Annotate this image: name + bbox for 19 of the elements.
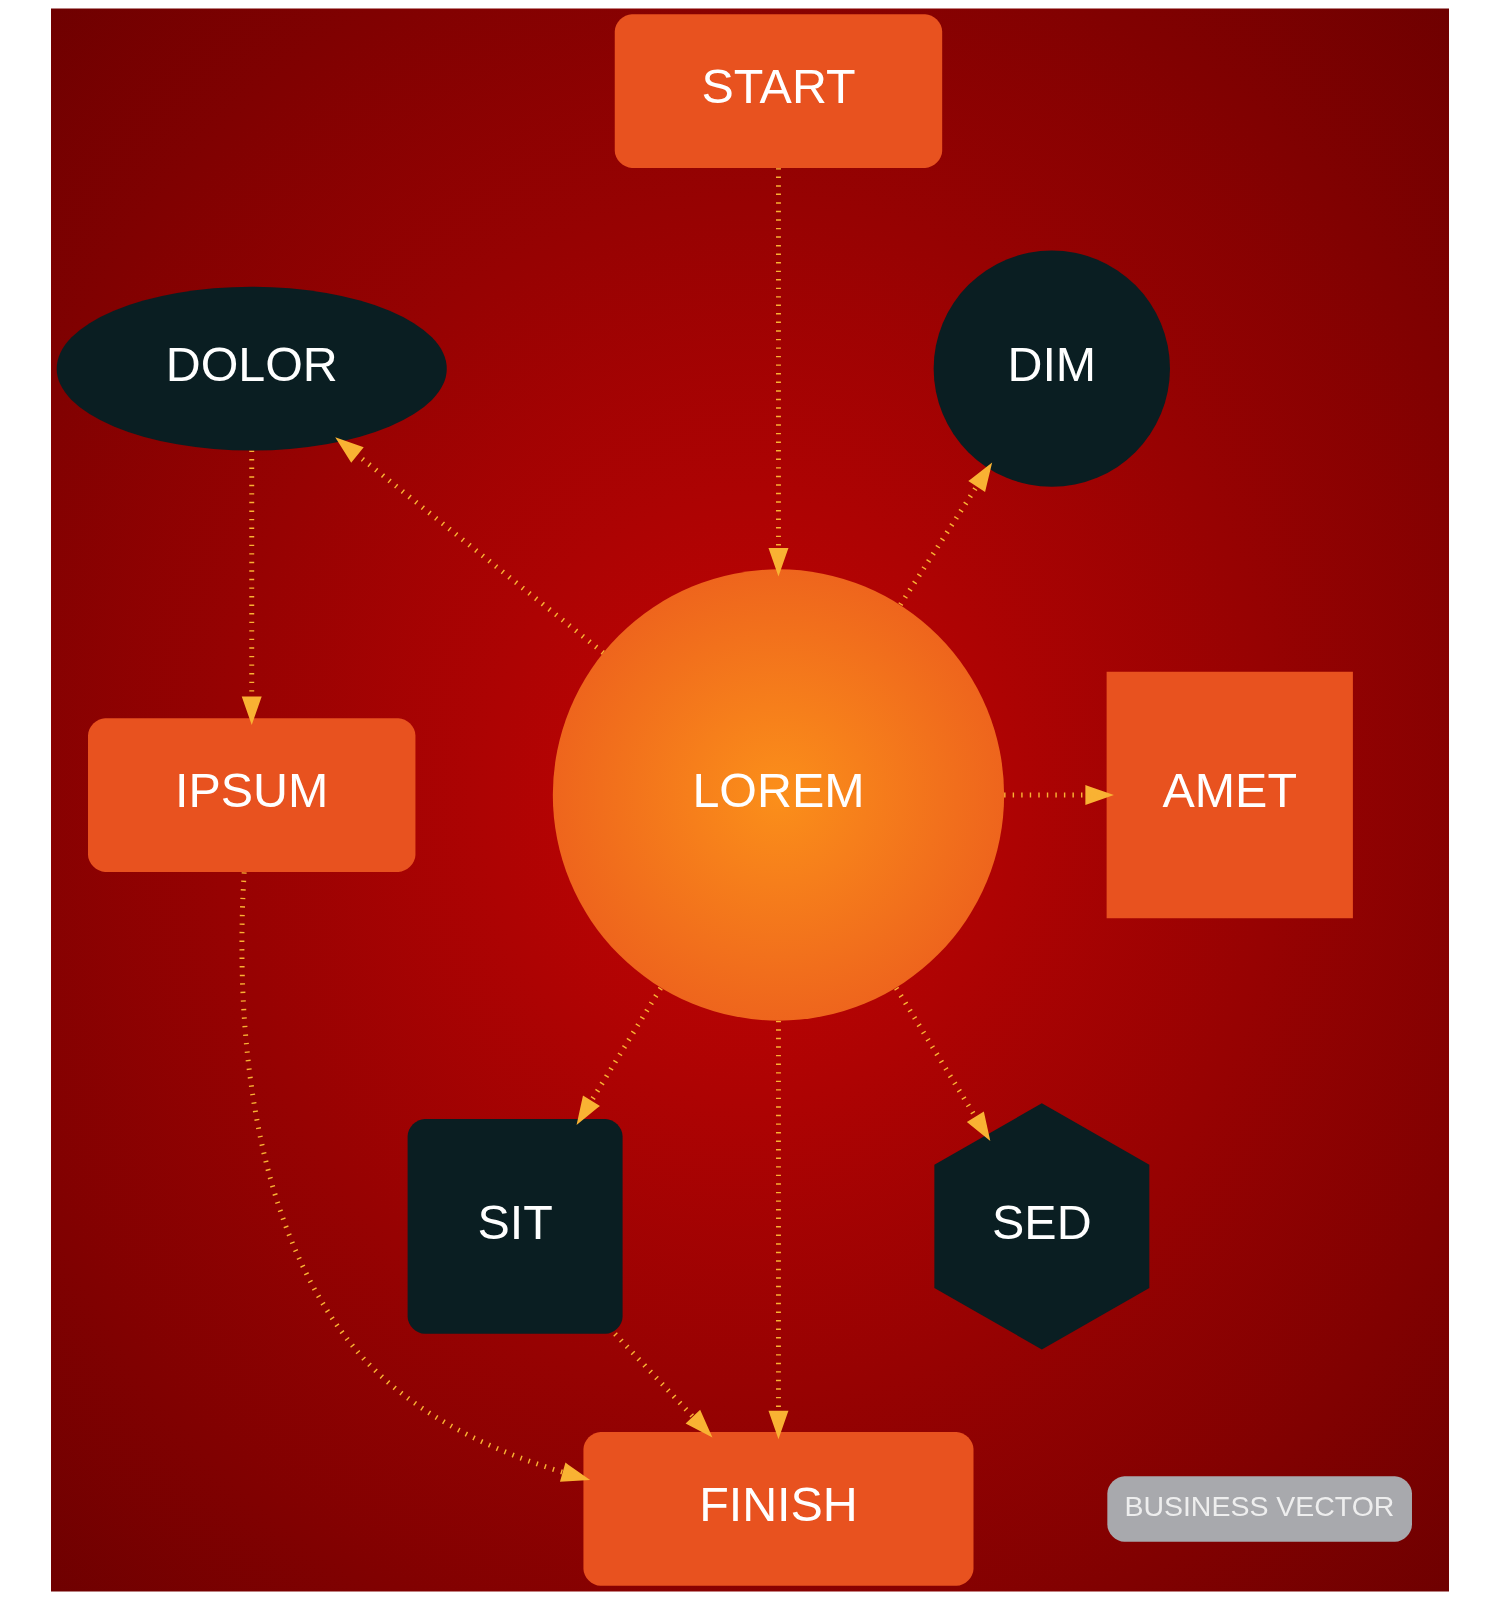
node-ellipse: DOLOR [56, 286, 447, 451]
arrow [576, 986, 663, 1125]
node-box: IPSUM [88, 718, 416, 872]
node-box: SIT [407, 1118, 623, 1334]
arrow [768, 1020, 789, 1440]
arrow [898, 462, 993, 607]
node-box: FINISH [583, 1432, 974, 1586]
node-circle: DIM [933, 250, 1170, 487]
arrow [613, 1332, 713, 1438]
node-box: START [614, 14, 943, 168]
node-box: AMET [1106, 671, 1353, 919]
arrow [768, 168, 789, 577]
arrow [1004, 785, 1114, 805]
arrow [239, 872, 591, 1482]
label: BUSINESS VECTOR [1124, 1490, 1395, 1523]
arrow [241, 450, 262, 726]
node-circle: LOREM [552, 569, 1005, 1021]
arrow [335, 437, 605, 655]
arrow [894, 986, 991, 1142]
